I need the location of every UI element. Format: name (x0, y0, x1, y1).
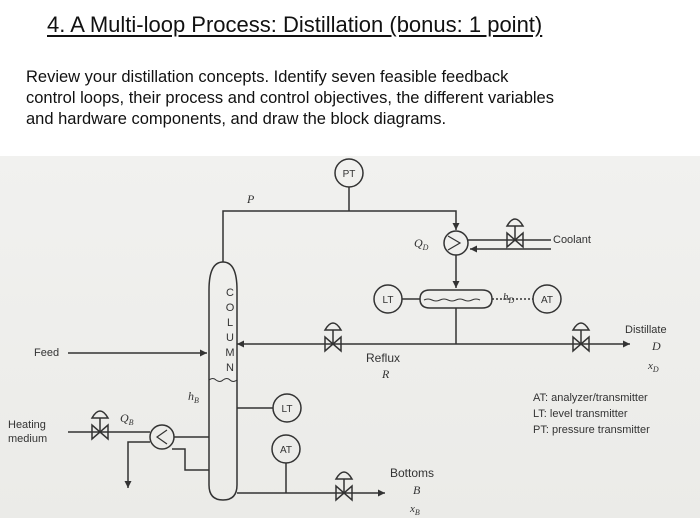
feed-label: Feed (34, 347, 59, 359)
pt-label: PT (343, 169, 356, 180)
at-top-bubble (532, 284, 562, 314)
pt-bubble (334, 158, 364, 188)
qb-main: Q (120, 411, 129, 425)
hd-sub: D (508, 296, 515, 305)
reflux-symbol: R (381, 367, 390, 381)
qb-sub: B (129, 418, 134, 427)
hd-label: hD (503, 291, 515, 305)
legend-item: PT: pressure transmitter (533, 424, 650, 436)
distillation-column (208, 261, 238, 501)
heating-label-1: Heating (8, 419, 46, 431)
lt-top-bubble (373, 284, 403, 314)
qd-label: QD (414, 236, 429, 252)
hb-sub: B (194, 396, 199, 405)
xb-sub: B (415, 508, 420, 517)
reflux-valve (323, 322, 343, 353)
reflux-label: Reflux (366, 351, 400, 365)
xd-sub: D (652, 365, 659, 374)
distillate-valve (571, 322, 591, 353)
at-bottom-label: AT (280, 445, 292, 456)
reflux-drum (419, 289, 493, 309)
at-bottom-bubble (271, 434, 301, 464)
column-letter: U (226, 332, 234, 344)
at-top-label: AT (541, 295, 553, 306)
xb-main: x (409, 503, 415, 515)
column-letter: C (226, 287, 234, 299)
heating-valve (90, 410, 110, 441)
legend: AT: analyzer/transmitter LT: level trans… (533, 392, 650, 436)
bottoms-label: Bottoms (390, 466, 434, 480)
column-letter: N (226, 362, 234, 374)
column-letter: O (226, 302, 235, 314)
distillate-symbol: D (651, 339, 661, 353)
statement-line-1: Review your distillation concepts. Ident… (26, 68, 509, 86)
qb-label: QB (120, 411, 134, 427)
hb-label: hB (188, 389, 199, 405)
condenser (443, 230, 469, 256)
column-letter: L (227, 317, 233, 329)
lt-bottom-bubble (272, 393, 302, 423)
hd-main: h (503, 291, 509, 303)
overhead-vapor-line (222, 210, 460, 262)
xd-label: xD (647, 360, 659, 374)
bottoms-valve (334, 471, 354, 502)
pressure-symbol: P (246, 192, 255, 206)
page-title: 4. A Multi-loop Process: Distillation (b… (47, 12, 543, 37)
qd-main: Q (414, 236, 423, 250)
qd-sub: D (422, 243, 429, 252)
statement-line-2: control loops, their process and control… (26, 89, 554, 107)
bottoms-symbol: B (413, 483, 421, 497)
coolant-label: Coolant (553, 234, 591, 246)
statement-line-3: and hardware components, and draw the bl… (26, 110, 447, 128)
reboiler (149, 424, 175, 450)
lt-top-label: LT (383, 295, 394, 306)
xd-main: x (647, 360, 653, 372)
column-letter: M (225, 347, 234, 359)
legend-item: LT: level transmitter (533, 408, 628, 420)
reboiler-liquid-line (172, 448, 209, 471)
column-label: C O L U M N (225, 287, 234, 374)
diagram-photo-background (0, 156, 700, 518)
problem-statement: Review your distillation concepts. Ident… (26, 67, 686, 130)
lt-bottom-label: LT (282, 404, 293, 415)
legend-item: AT: analyzer/transmitter (533, 392, 648, 404)
coolant-valve (505, 218, 525, 249)
heating-medium-return (124, 441, 150, 488)
hb-main: h (188, 389, 194, 403)
distillate-label: Distillate (625, 324, 667, 336)
xb-label: xB (409, 503, 420, 517)
heating-label-2: medium (8, 433, 47, 445)
